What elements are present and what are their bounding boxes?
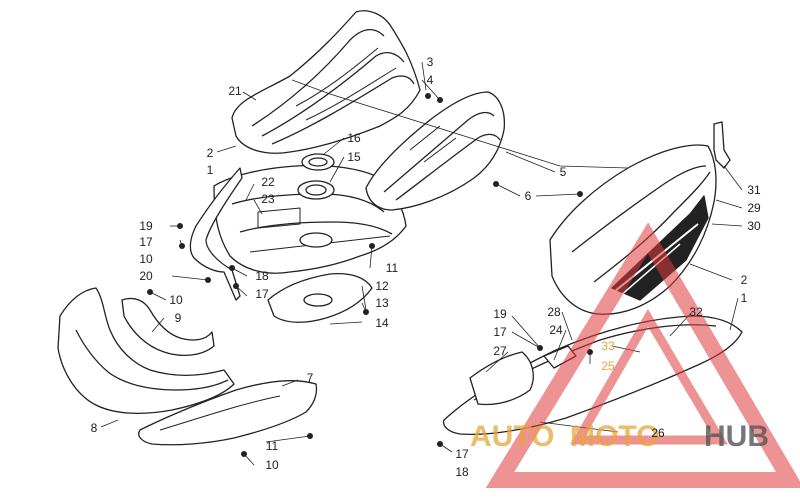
callout-label: 33 (601, 339, 615, 353)
right-console-part (365, 91, 506, 211)
callout-label: 17 (139, 235, 153, 249)
lower-skid-plate-part (267, 272, 373, 323)
callout-label: 5 (560, 165, 567, 179)
callout-label: 31 (747, 183, 761, 197)
callout-label: 21 (228, 84, 242, 98)
callout-label: 30 (747, 219, 761, 233)
callout-label: 10 (169, 293, 183, 307)
watermark-triangle-inner (570, 309, 728, 445)
callout-label: 9 (175, 311, 182, 325)
callout-label: 16 (347, 131, 361, 145)
callout-label: 24 (549, 323, 563, 337)
callout-label: 23 (261, 192, 275, 206)
callout-label: 22 (261, 175, 275, 189)
callout-label: 17 (255, 287, 269, 301)
callout-label: 2 (207, 146, 214, 160)
callout-label: 32 (689, 305, 703, 319)
callout-label: 11 (386, 261, 399, 275)
callout-label: 7 (307, 371, 314, 385)
callout-label: 11 (266, 439, 279, 453)
watermark-text-auto: AUTO (470, 420, 554, 453)
bracket-part (713, 121, 731, 169)
leader-lines (100, 61, 743, 466)
callout-label: 6 (525, 189, 532, 203)
callout-label: 14 (375, 316, 389, 330)
hardware-bolts (147, 93, 593, 457)
callout-label: 17 (455, 447, 469, 461)
callout-label: 15 (347, 150, 361, 164)
callout-label: 29 (747, 201, 761, 215)
front-nose-part (57, 287, 235, 415)
callout-label: 12 (375, 279, 389, 293)
seal-rings-part (297, 153, 335, 200)
watermark-text-moto: MOTO (570, 420, 659, 453)
part-drawings (57, 10, 743, 457)
callout-label: 19 (139, 219, 153, 233)
upper-console-part (231, 10, 421, 154)
callout-label: 18 (455, 465, 469, 479)
callout-labels: 21 2 3 4 16 15 1 22 23 5 6 31 29 30 19 1… (91, 55, 761, 479)
watermark-logo: AUTO MOTO HUB (470, 222, 800, 488)
right-belly-pan-part (549, 144, 717, 315)
callout-label: 1 (741, 291, 748, 305)
callout-label: 19 (493, 307, 507, 321)
callout-label: 26 (651, 426, 665, 440)
callout-label: 1 (207, 163, 214, 177)
front-skid-plate-part (138, 379, 318, 446)
callout-label: 4 (427, 73, 434, 87)
callout-label: 18 (255, 269, 269, 283)
belly-pan-center-part (213, 164, 407, 274)
watermark-triangle-outer (485, 222, 800, 488)
callout-label: 13 (375, 296, 389, 310)
callout-label: 10 (139, 252, 153, 266)
callout-label: 2 (741, 273, 748, 287)
callout-label: 10 (265, 458, 279, 472)
watermark-text-hub: HUB (704, 420, 769, 453)
callout-label: 17 (493, 325, 507, 339)
callout-label: 25 (601, 359, 615, 373)
callout-label: 27 (493, 344, 507, 358)
callout-label: 3 (427, 55, 434, 69)
callout-label: 8 (91, 421, 98, 435)
callout-label: 28 (547, 305, 561, 319)
callout-label: 20 (139, 269, 153, 283)
